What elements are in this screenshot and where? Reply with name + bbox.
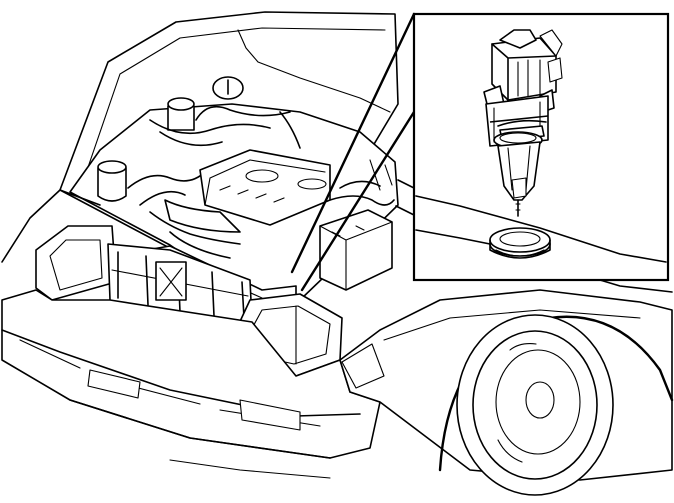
- grommet-seal: [489, 227, 551, 259]
- callout-pointer: [290, 12, 416, 292]
- ground-shadow-line: [169, 459, 331, 479]
- detail-inset: [412, 12, 670, 282]
- front-wheel: [456, 314, 614, 496]
